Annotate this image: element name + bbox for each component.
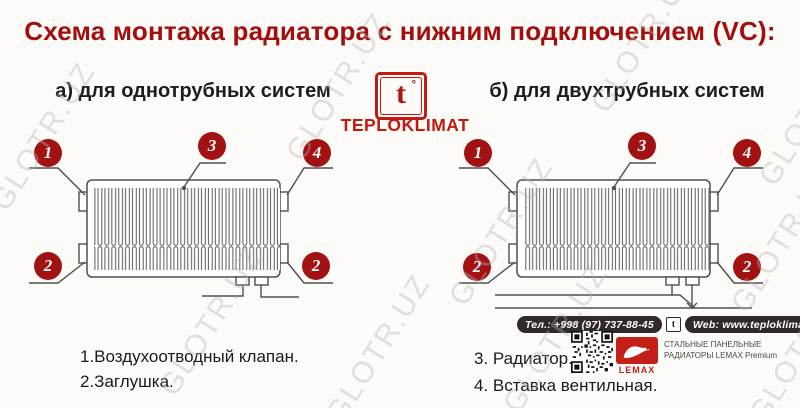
watermark-text: GLOTR.UZ [442,151,560,312]
legend-item-3: 3. Радиатор. [474,349,573,368]
phone-label: Тел.: +998 (97) 737-88-45 [517,316,662,333]
watermark-text: GLOTR.UZ [319,268,437,408]
callout-4-left: 4 [303,139,331,167]
section-a-heading: а) для однотрубных систем [55,80,331,102]
callout-2-right-a: 2 [463,253,491,281]
callout-3-left: 3 [198,132,226,160]
callout-4-right: 4 [733,139,761,167]
lemax-description: СТАЛЬНЫЕ ПАНЕЛЬНЫЕ РАДИАТОРЫ LEMAX Premi… [664,339,777,361]
lemax-bear-icon [616,337,658,364]
stamp-letter: t [396,77,406,110]
callout-3-right: 3 [628,132,656,160]
lemax-logo: LEMAX [616,337,658,375]
legend-item-2: 2.Заглушка. [80,372,174,391]
qr-code-icon [571,331,613,373]
legend-item-4: 4. Вставка вентильная. [474,376,658,395]
lemax-wordmark: LEMAX [618,365,656,375]
lemax-line-2: РАДИАТОРЫ LEMAX Premium [664,351,778,360]
single-pipe-diagram [29,162,333,298]
teploklimat-wordmark: TEPLOKLIMAT [340,115,470,135]
stamp-degree: ° [411,79,416,91]
watermark-text: GLOTR.UZ [752,31,800,192]
section-b-heading: б) для двухтрубных систем [489,80,765,102]
callout-2-left-a: 2 [34,252,62,280]
lemax-line-1: СТАЛЬНЫЕ ПАНЕЛЬНЫЕ [664,340,762,349]
two-pipe-diagram [459,162,763,309]
callout-2-left-b: 2 [302,252,330,280]
callout-1-right: 1 [464,139,492,167]
callout-1-left: 1 [34,139,62,167]
page-title: Схема монтажа радиатора с нижним подключ… [24,16,776,46]
teploklimat-stamp-icon: t ° [375,72,427,120]
watermark-text: GLOTR.UZ [724,158,800,319]
website-label: Web: www.teploklimat.uz [684,316,800,333]
t-badge-icon: t [665,317,681,332]
legend-item-1: 1.Воздухоотводный клапан. [80,347,299,366]
contact-banner: Тел.: +998 (97) 737-88-45 t Web: www.tep… [517,316,800,333]
callout-2-right-b: 2 [733,253,761,281]
